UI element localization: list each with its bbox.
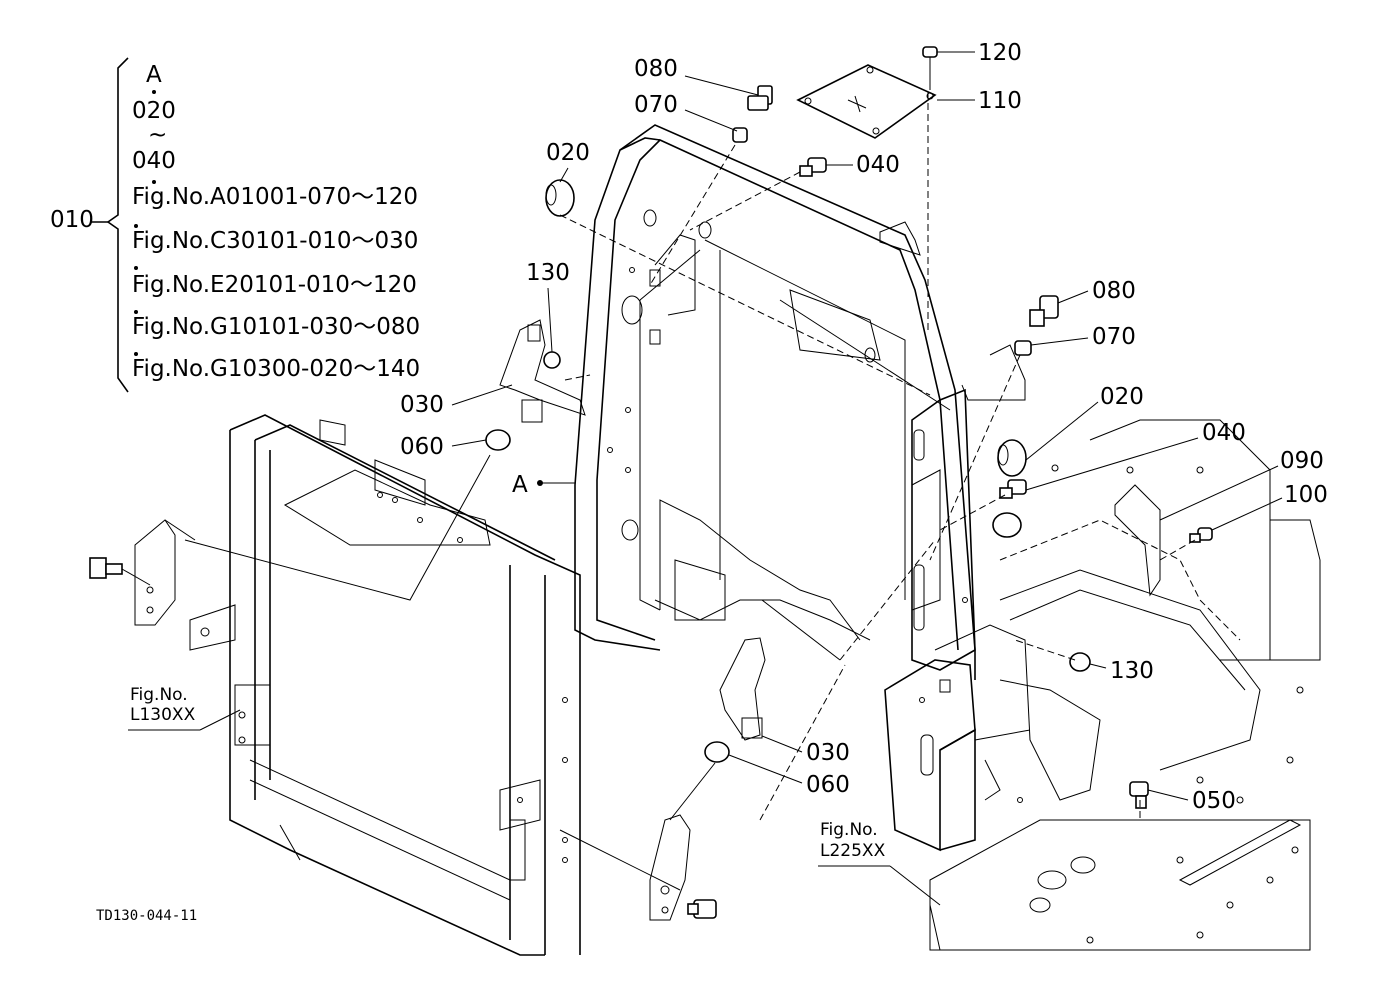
- callout-130-right: 130: [1110, 658, 1154, 684]
- callout-070-right: 070: [1092, 324, 1136, 350]
- legend-bracket: [90, 57, 156, 393]
- legend-item-040: 040: [132, 148, 176, 174]
- callout-030-bottom: 030: [806, 740, 850, 766]
- base-plate: [929, 819, 1311, 951]
- left-bracket-assembly: [89, 519, 236, 651]
- legend-item-g10300: Fig.No.G10300-020～140: [132, 356, 421, 382]
- callout-110: 110: [978, 88, 1022, 114]
- callout-090: 090: [1280, 448, 1324, 474]
- panel-a: [574, 124, 976, 680]
- callout-040-top: 040: [856, 152, 900, 178]
- cover-plate-110: [796, 64, 937, 139]
- legend-item-tilde: ~: [148, 122, 168, 148]
- callout-130-left: 130: [526, 260, 570, 286]
- callout-070-top: 070: [634, 92, 678, 118]
- ref-l130-line1: Fig.No.: [130, 685, 188, 705]
- drawing-id: TD130-044-11: [96, 908, 198, 924]
- assembly-lines: [184, 92, 1196, 891]
- ref-l130-line2: L130XX: [130, 705, 196, 725]
- callout-100: 100: [1284, 482, 1328, 508]
- legend-item-020: 020: [132, 98, 176, 124]
- callout-120: 120: [978, 40, 1022, 66]
- callout-050: 050: [1192, 788, 1236, 814]
- lower-support: [884, 624, 1101, 852]
- hardware: [485, 46, 1213, 921]
- callout-080-top: 080: [634, 56, 678, 82]
- callout-020-left: 020: [546, 140, 590, 166]
- callout-a-datum: A: [512, 472, 528, 498]
- ref-l225-line2: L225XX: [820, 841, 886, 861]
- datum-a-dot: [537, 480, 543, 486]
- callout-020-right: 020: [1100, 384, 1144, 410]
- callout-060-left: 060: [400, 434, 444, 460]
- callout-060-bottom: 060: [806, 772, 850, 798]
- legend-item-c30101: Fig.No.C30101-010～030: [132, 228, 419, 254]
- callout-030-left: 030: [400, 392, 444, 418]
- left-frame: [229, 414, 581, 956]
- legend-item-a: A: [146, 62, 162, 88]
- hood-outline: [999, 419, 1321, 804]
- leader-lines: [128, 51, 1283, 906]
- legend-item-g10101: Fig.No.G10101-030～080: [132, 314, 421, 340]
- legend-item-e20101: Fig.No.E20101-010～120: [132, 272, 417, 298]
- callout-080-right: 080: [1092, 278, 1136, 304]
- ref-l225-line1: Fig.No.: [820, 820, 878, 840]
- callout-040-right: 040: [1202, 420, 1246, 446]
- legend-item-a01001: Fig.No.A01001-070～120: [132, 184, 419, 210]
- legend-parent-010: 010: [50, 207, 94, 233]
